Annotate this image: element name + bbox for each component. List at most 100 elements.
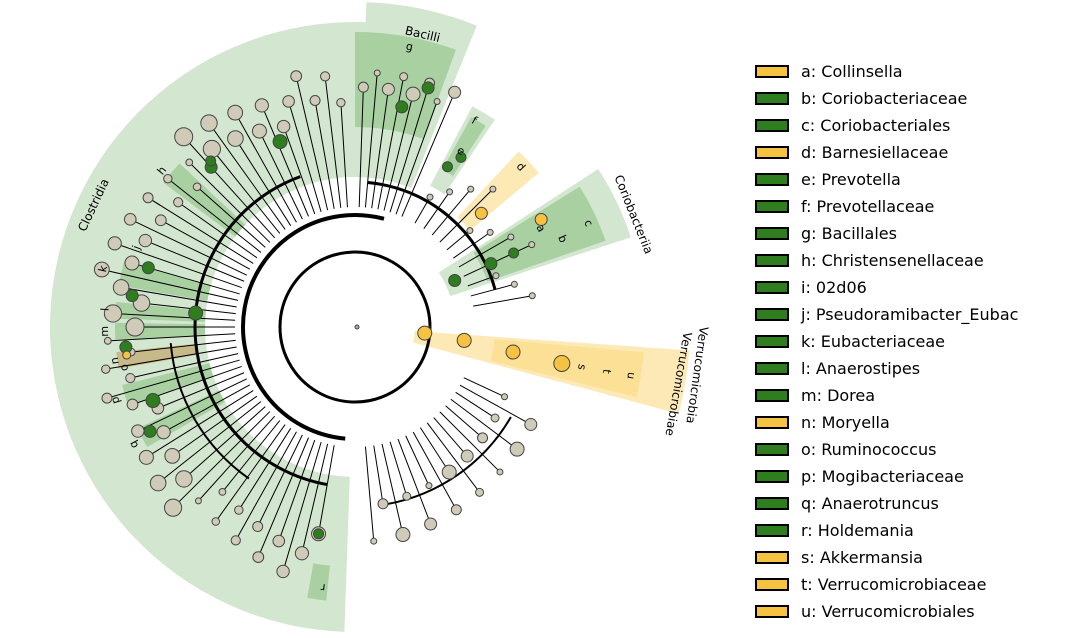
legend-label: p: Mogibacteriaceae [801,467,964,486]
edge [130,218,247,276]
edge [295,76,329,211]
node-leaf [405,86,421,102]
edge [282,441,322,572]
legend-swatch [755,254,789,267]
edge [196,186,266,248]
edge [235,431,297,541]
edge [459,384,532,425]
letter-label-i: i [152,199,165,208]
legend-label: t: Verrucomicrobiaceae [801,575,987,594]
node-enriched-green [188,305,204,321]
node-leaf [194,497,202,505]
edge [423,191,451,229]
edge [278,439,316,542]
edge [431,188,472,236]
letter-label-s: s [575,363,589,371]
edge [208,122,286,230]
node-enriched-yellow [505,344,521,360]
node-enriched-green [145,393,161,409]
node-leaf [142,192,154,204]
node-enriched-yellow [456,332,472,348]
node-leaf [103,304,123,323]
legend-swatch [755,605,789,618]
edge [389,441,408,497]
node-leaf [164,447,181,464]
legend-item-o: o: Ruminococcus [755,436,1018,463]
node-enriched-green [141,261,155,275]
legend-label: a: Collinsella [801,62,903,81]
legend-item-j: j: Pseudoramibacter_Eubac [755,301,1018,328]
node-enriched-green [205,155,217,167]
legend-item-q: q: Anaerotruncus [755,490,1018,517]
edge [381,443,404,535]
edge [458,236,512,268]
node-leaf [112,279,130,296]
node-leaf [126,398,139,411]
node-leaf [507,233,515,241]
node-leaf [450,504,462,516]
node-enriched-green [395,100,409,114]
node-leaf [475,487,485,497]
legend-swatch [755,92,789,105]
node-leaf [510,280,518,288]
letter-label-f: f [469,114,480,128]
legend-swatch [755,173,789,186]
edge [198,415,276,502]
edge [171,395,258,457]
node-leaf [211,517,221,526]
node-enriched-green [448,274,462,288]
letter-label-p: p [108,395,122,405]
edge [177,201,258,259]
node-leaf [185,158,194,167]
edge [467,275,497,287]
edge [377,76,405,210]
node-leaf [234,505,244,515]
edge [364,446,375,542]
edge [450,398,518,450]
node-leaf [227,130,244,147]
legend-label: k: Eubacteriaceae [801,332,945,351]
node-enriched-yellow [417,325,433,341]
node-leaf [336,97,346,108]
edge [470,283,515,297]
legend-swatch [755,119,789,132]
node-leaf [101,364,111,374]
node-leaf [154,214,167,227]
edge [283,126,316,215]
node-leaf [101,392,113,404]
edge [383,94,414,211]
legend-label: q: Anaerotruncus [801,494,939,513]
node-leaf [227,104,244,121]
legend-swatch [755,335,789,348]
node-leaf [149,474,167,492]
edge [234,112,297,223]
legend-swatch [755,578,789,591]
legend-swatch [755,281,789,294]
legend-label: i: 02d06 [801,278,867,297]
node-leaf [138,449,154,465]
edge [439,188,494,243]
edge [257,437,309,558]
legend-item-m: m: Dorea [755,382,1018,409]
node-enriched-yellow [474,206,488,220]
node-leaf [163,498,183,517]
node-leaf [276,119,291,134]
node-enriched-green [313,528,325,540]
node-leaf [276,564,290,579]
edge [364,72,378,208]
ring-firmicutes [241,213,385,441]
edge [121,286,237,308]
legend-item-r: r: Holdemania [755,517,1018,544]
edge [258,130,303,220]
edge [234,138,292,226]
clade-bg-n [116,343,198,369]
edge [147,197,254,264]
legend-swatch [755,65,789,78]
node-enriched-green [421,81,435,95]
legend-swatch [755,416,789,429]
node-leaf [294,546,310,561]
legend-swatch [755,227,789,240]
node-leaf [123,213,137,226]
edge [183,406,266,480]
legend-label: e: Prevotella [801,170,901,189]
